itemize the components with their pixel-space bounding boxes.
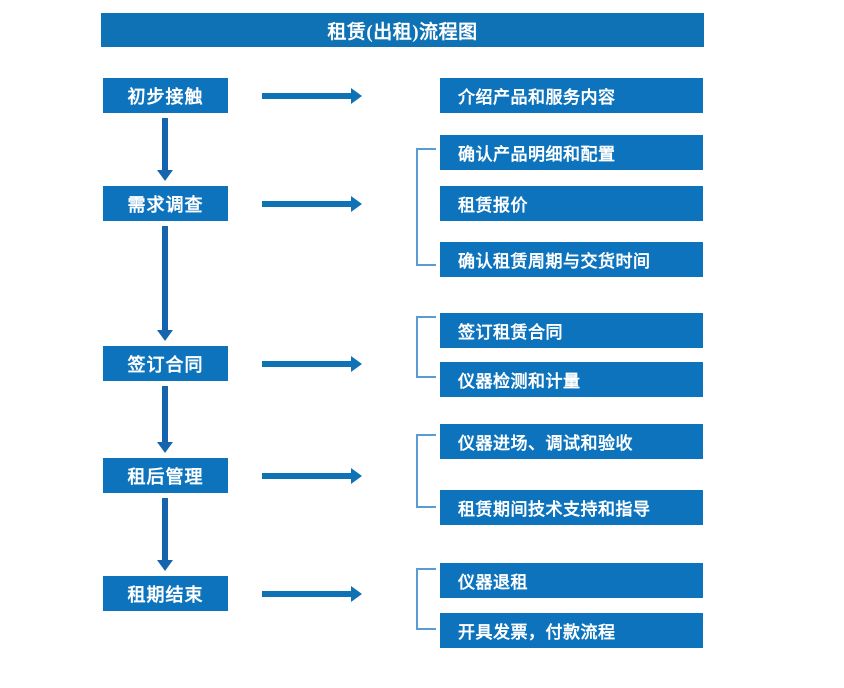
stage-box-lease-end[interactable]: 租期结束 bbox=[103, 576, 228, 611]
detail-box-confirm-lease-period[interactable]: 确认租赁周期与交货时间 bbox=[440, 242, 703, 277]
detail-box-confirm-product-specs[interactable]: 确认产品明细和配置 bbox=[440, 135, 703, 170]
bracket-connector-lease-end bbox=[416, 568, 436, 630]
horizontal-arrow-icon-3 bbox=[262, 356, 362, 372]
detail-box-instrument-testing[interactable]: 仪器检测和计量 bbox=[440, 362, 703, 397]
detail-box-sign-rental-contract[interactable]: 签订租赁合同 bbox=[440, 313, 703, 348]
detail-box-invoice-payment[interactable]: 开具发票，付款流程 bbox=[440, 613, 703, 648]
bracket-connector-needs-survey bbox=[416, 148, 436, 266]
stage-box-initial-contact[interactable]: 初步接触 bbox=[103, 78, 228, 113]
horizontal-arrow-icon-5 bbox=[262, 586, 362, 602]
vertical-arrow-icon-2 bbox=[157, 226, 173, 341]
detail-box-rental-quotation[interactable]: 租赁报价 bbox=[440, 186, 703, 221]
detail-box-introduce-products[interactable]: 介绍产品和服务内容 bbox=[440, 78, 703, 113]
stage-box-sign-contract[interactable]: 签订合同 bbox=[103, 346, 228, 381]
stage-box-needs-survey[interactable]: 需求调查 bbox=[103, 186, 228, 221]
horizontal-arrow-icon-2 bbox=[262, 196, 362, 212]
detail-box-technical-support[interactable]: 租赁期间技术支持和指导 bbox=[440, 490, 703, 525]
vertical-arrow-icon-3 bbox=[157, 386, 173, 453]
detail-box-instrument-entry-commissioning[interactable]: 仪器进场、调试和验收 bbox=[440, 424, 703, 459]
bracket-connector-sign-contract bbox=[416, 316, 436, 378]
vertical-arrow-icon-4 bbox=[157, 498, 173, 571]
bracket-connector-post-rental bbox=[416, 434, 436, 508]
page-title: 租赁(出租)流程图 bbox=[101, 13, 704, 47]
horizontal-arrow-icon-1 bbox=[262, 88, 362, 104]
stage-box-post-rental-management[interactable]: 租后管理 bbox=[103, 458, 228, 493]
horizontal-arrow-icon-4 bbox=[262, 468, 362, 484]
detail-box-instrument-return[interactable]: 仪器退租 bbox=[440, 563, 703, 598]
vertical-arrow-icon-1 bbox=[157, 118, 173, 181]
